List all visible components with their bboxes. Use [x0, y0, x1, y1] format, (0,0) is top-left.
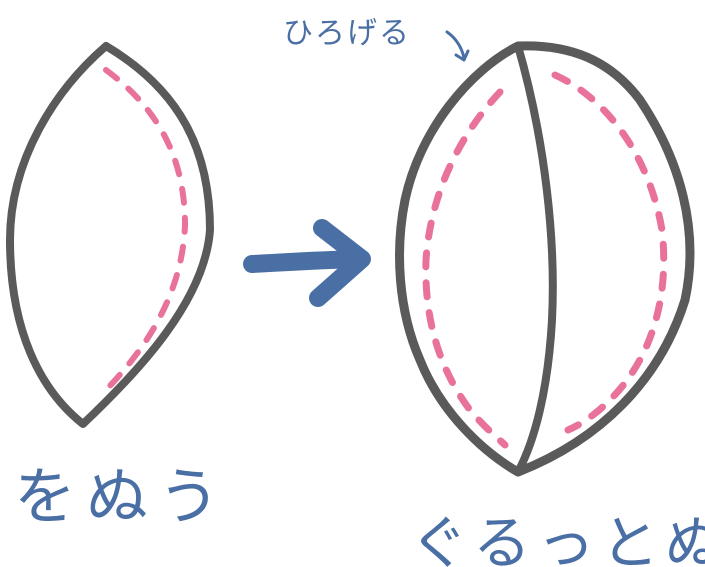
single-piece-outline	[6, 42, 214, 428]
single-piece-stitch-line	[101, 67, 189, 395]
spread-label: ひろげる	[283, 16, 411, 51]
center-seam-line	[514, 42, 557, 476]
right-stitch-line	[551, 71, 668, 434]
opened-shape-outline	[395, 41, 695, 477]
curved-pointer-icon	[445, 30, 470, 62]
right-arrow-icon	[243, 219, 371, 307]
single-fabric-piece	[6, 42, 214, 428]
sew-around-label: ぐるっとぬう	[410, 509, 705, 567]
left-stitch-line	[422, 88, 509, 449]
sew-label: をぬう	[14, 460, 231, 533]
opened-fabric-shape	[395, 41, 695, 477]
